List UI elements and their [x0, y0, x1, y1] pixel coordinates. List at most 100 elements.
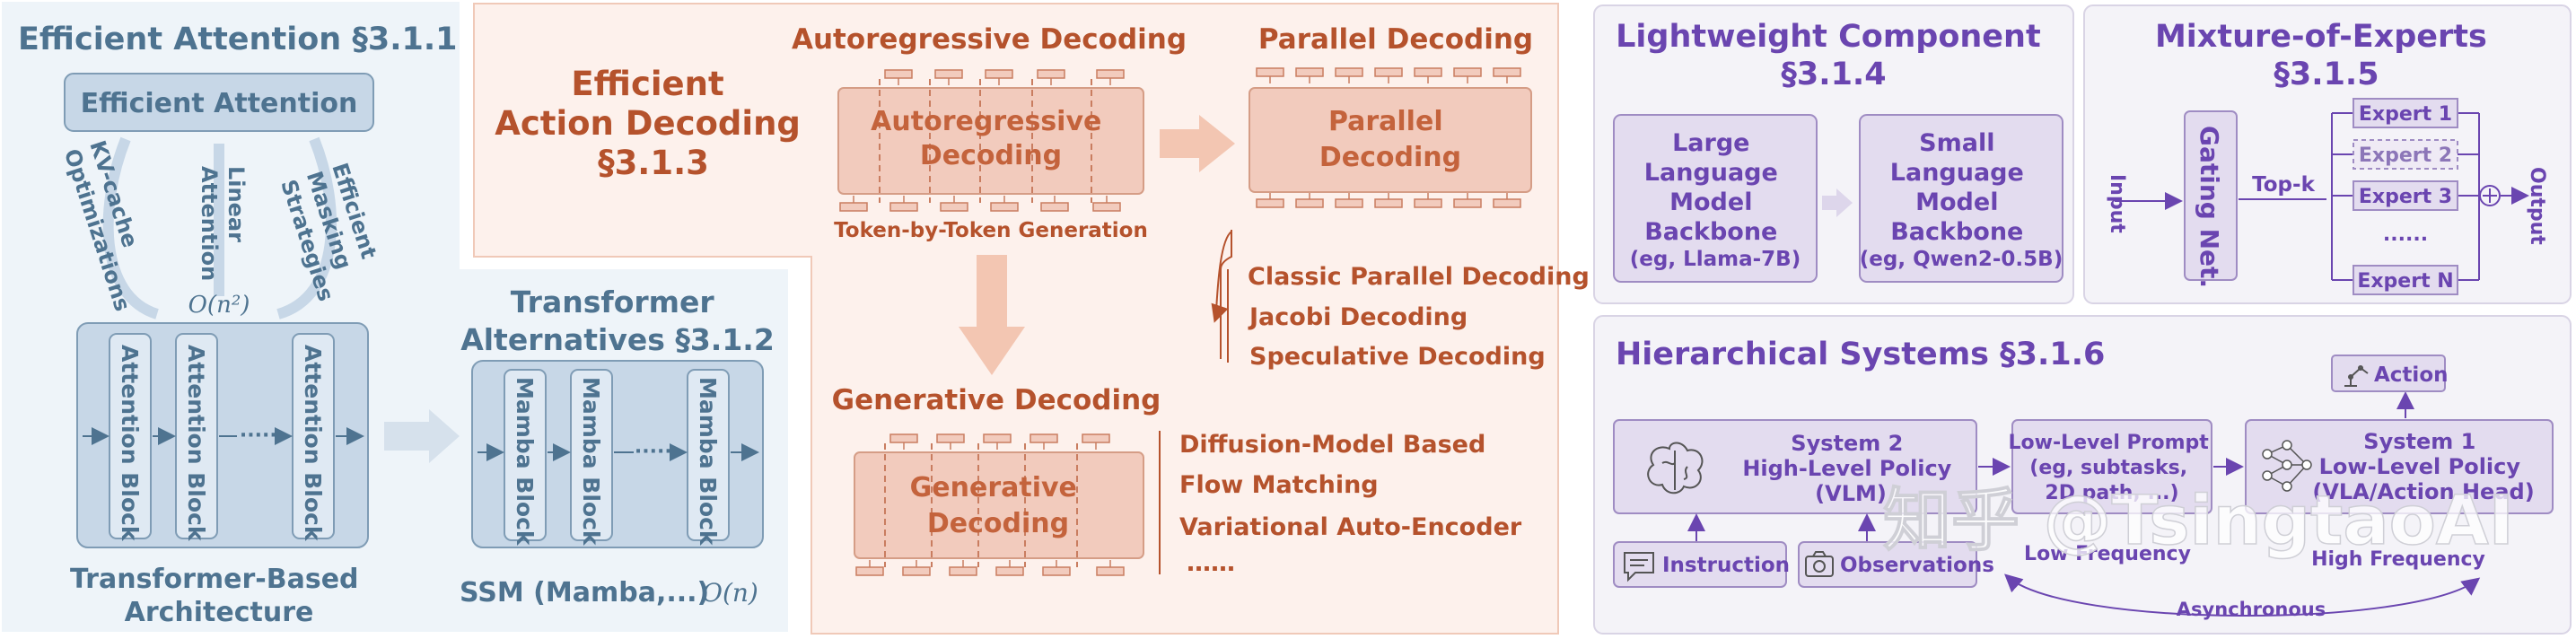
system1-box — [2245, 419, 2554, 514]
expert-1-box: Expert 1 — [2353, 98, 2458, 128]
svg-text:Expert N: Expert N — [2357, 270, 2453, 293]
expert-n-box: Expert N — [2353, 265, 2458, 295]
token — [1335, 67, 1363, 77]
expert-2-box: Expert 2 — [2353, 139, 2458, 170]
generative-title: Generative Decoding — [832, 384, 1161, 416]
svg-text:Attention Block: Attention Block — [183, 345, 209, 542]
parallel-tokens — [1256, 67, 1521, 208]
token — [1453, 67, 1482, 77]
token — [1037, 69, 1065, 79]
generative-box-label: Generative Decoding — [910, 472, 1087, 539]
lightweight-panel: Lightweight Component §3.1.4 Large Langu… — [1593, 4, 2074, 304]
mamba-block-n: Mamba Block — [687, 369, 730, 547]
svg-text:Attention Block: Attention Block — [117, 345, 143, 542]
low-frequency-label: Low Frequency — [2024, 543, 2191, 565]
token — [839, 202, 868, 212]
action-box — [2331, 355, 2446, 392]
generative-method-2: Flow Matching — [1179, 471, 1379, 499]
efficient-attention-title: Efficient Attention §3.1.1 — [18, 22, 458, 57]
token — [889, 433, 918, 443]
token — [855, 566, 884, 576]
efficient-attention-box — [64, 73, 374, 132]
action-decoding-title: Efficient Action Decoding §3.1.3 — [495, 65, 812, 182]
brain-icon — [1647, 442, 1704, 495]
ar-to-parallel-arrow — [1160, 115, 1235, 172]
instruction-label: Instruction — [1662, 554, 1790, 577]
attention-ellipsis: ······ — [240, 425, 285, 447]
mamba-block-2: Mamba Block — [570, 369, 613, 547]
observations-box — [1798, 541, 1977, 588]
camera-icon — [1805, 551, 1834, 577]
token — [1256, 198, 1284, 208]
transformer-alt-title: Transformer Alternatives §3.1.2 — [460, 284, 775, 357]
generative-method-3: Variational Auto-Encoder — [1179, 513, 1522, 541]
token — [889, 202, 918, 212]
token — [1042, 566, 1071, 576]
generative-box — [854, 451, 1144, 559]
transformer-caption: Transformer-Based Architecture — [70, 564, 368, 628]
parallel-box-label: Parallel Decoding — [1319, 106, 1461, 173]
token — [1374, 198, 1403, 208]
attention-block-2: Attention Block — [175, 333, 218, 542]
token — [983, 433, 1012, 443]
generative-tokens — [855, 433, 1125, 576]
token — [985, 69, 1013, 79]
gating-net-box — [2184, 110, 2238, 281]
token — [940, 202, 968, 212]
token — [1295, 198, 1324, 208]
ssm-caption: SSM (Mamba,...) — [460, 577, 709, 608]
mamba-ellipsis: ······ — [635, 441, 679, 463]
watermark: 知乎 @TsingtaoAI — [1883, 480, 2514, 560]
expert-ellipsis: ...... — [2383, 223, 2428, 246]
hierarchical-panel: Hierarchical Systems §3.1.6 System 2 Hig… — [1593, 315, 2572, 635]
action-label: Action — [2374, 363, 2449, 387]
generative-method-more: …… — [1187, 549, 1235, 577]
neural-network-icon — [2262, 440, 2312, 492]
moe-sum-node — [2479, 185, 2501, 206]
token — [1092, 202, 1121, 212]
autoregressive-tokens — [839, 69, 1125, 212]
token — [1295, 67, 1324, 77]
autoregressive-title: Autoregressive Decoding — [792, 23, 1187, 56]
svg-text:Expert 1: Expert 1 — [2359, 103, 2452, 126]
token — [1096, 566, 1125, 576]
token — [1493, 198, 1521, 208]
parallel-title: Parallel Decoding — [1258, 23, 1533, 56]
large-to-small-arrow — [1822, 188, 1853, 217]
large-llm-label: Large Language Model Backbone (eg, Llama… — [1630, 129, 1801, 271]
token — [1414, 198, 1442, 208]
large-llm-box — [1613, 114, 1818, 283]
chat-icon — [1624, 552, 1654, 582]
svg-text:Attention Block: Attention Block — [300, 345, 326, 542]
svg-text:Mamba Block: Mamba Block — [695, 377, 721, 547]
token — [1030, 433, 1058, 443]
token — [934, 69, 963, 79]
token — [1040, 202, 1069, 212]
masking-arrow — [276, 136, 337, 320]
low-level-prompt-box — [2011, 419, 2212, 514]
system2-box — [1613, 419, 1977, 514]
attention-block-1: Attention Block — [109, 333, 152, 542]
token — [1493, 67, 1521, 77]
parallel-method-3: Speculative Decoding — [1249, 343, 1546, 371]
attention-block-n: Attention Block — [292, 333, 335, 542]
token — [1335, 198, 1363, 208]
generative-methods-list: Diffusion-Model Based Flow Matching Vari… — [1179, 431, 1522, 577]
lightweight-title: Lightweight Component §3.1.4 — [1616, 19, 2052, 92]
expert-3-box: Expert 3 — [2353, 180, 2458, 211]
gating-net-label: Gating Net. — [2195, 126, 2224, 288]
transformer-to-mamba-arrow — [384, 409, 460, 463]
token — [1453, 198, 1482, 208]
svg-text:Mamba Block: Mamba Block — [512, 377, 538, 547]
asynchronous-label: Asynchronous — [2177, 599, 2326, 620]
parallel-methods-list: Classic Parallel Decoding Jacobi Decodin… — [1248, 263, 1590, 371]
token — [1096, 69, 1125, 79]
moe-title: Mixture-of-Experts §3.1.5 — [2155, 19, 2498, 92]
token — [990, 202, 1019, 212]
token — [936, 433, 965, 443]
token — [884, 69, 913, 79]
observations-label: Observations — [1840, 554, 1994, 577]
token — [1414, 67, 1442, 77]
